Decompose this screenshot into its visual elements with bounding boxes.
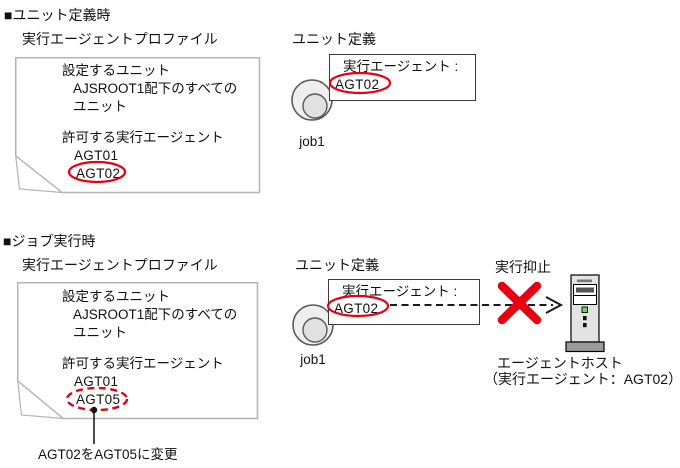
profile-page-icon: [15, 57, 261, 194]
set-unit-heading: 設定するユニット: [62, 63, 170, 78]
set-unit-value-line1: AJSROOT1配下のすべての: [73, 81, 238, 96]
job-icon: [291, 79, 333, 121]
vent-slot: [577, 279, 592, 283]
allowed-agents-heading: 許可する実行エージェント: [62, 356, 224, 371]
suppression-x-icon: [497, 281, 542, 325]
exec-agent-label: 実行エージェント :: [343, 59, 459, 74]
section1-header: ■ユニット定義時: [4, 7, 111, 23]
allowed-agents-heading: 許可する実行エージェント: [62, 130, 224, 145]
suppression-x-icon: [497, 281, 542, 325]
job-label: job1: [300, 352, 326, 367]
exec-agent-value: AGT02: [335, 77, 380, 92]
agent-name-highlighted: AGT02: [76, 166, 121, 181]
section1-unitdef-title: ユニット定義: [292, 31, 376, 47]
change-note: AGT02をAGT05に変更: [38, 447, 178, 462]
section2-unitdef-title: ユニット定義: [295, 257, 379, 273]
agent-name-changed: AGT05: [76, 392, 121, 407]
agent-name: AGT01: [74, 374, 119, 389]
agent-host-server-icon: [565, 274, 605, 353]
exec-agent-value: AGT02: [334, 301, 379, 316]
job-icon: [292, 304, 334, 346]
profile-page-icon: [17, 282, 259, 420]
set-unit-value-line1: AJSROOT1配下のすべての: [73, 307, 238, 322]
agent-host-detail: （実行エージェント：AGT02）: [484, 371, 680, 387]
arrowhead: [545, 296, 564, 314]
section2-header: ■ジョブ実行時: [3, 233, 96, 249]
set-unit-heading: 設定するユニット: [62, 289, 170, 304]
set-unit-value-line2: ユニット: [73, 99, 127, 114]
section1-profile-title: 実行エージェントプロファイル: [22, 31, 218, 47]
set-unit-value-line2: ユニット: [73, 325, 127, 340]
exec-agent-label: 実行エージェント :: [342, 284, 458, 299]
section2-profile-title: 実行エージェントプロファイル: [22, 257, 218, 273]
power-led: [581, 306, 588, 313]
agent-name: AGT01: [74, 148, 119, 163]
job-label: job1: [299, 134, 325, 149]
agent-host-name: エージェントホスト: [497, 355, 623, 371]
suppression-label: 実行抑止: [495, 259, 551, 275]
